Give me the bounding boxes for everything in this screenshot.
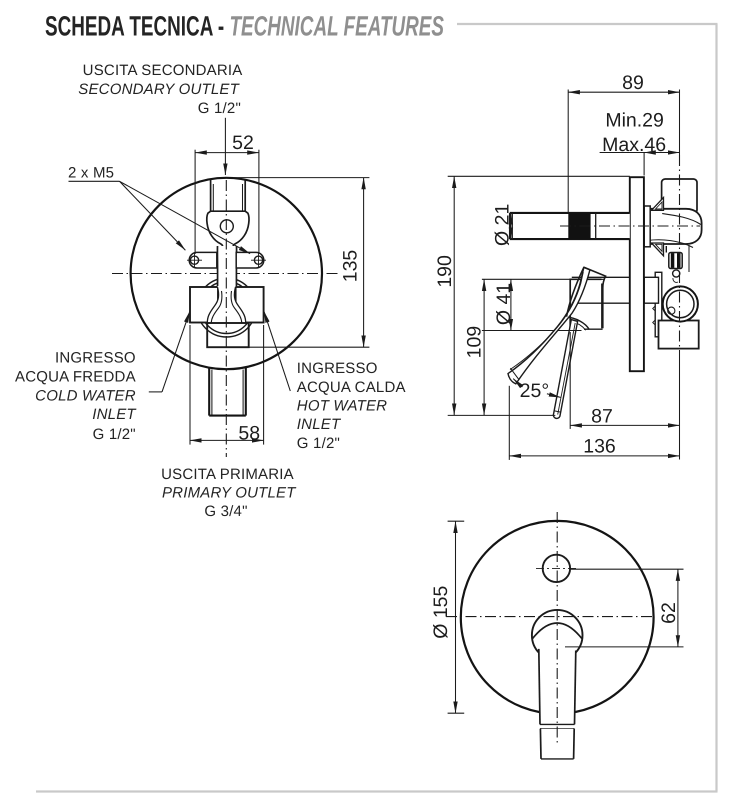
- svg-text:ACQUA FREDDA: ACQUA FREDDA: [15, 369, 136, 386]
- svg-text:USCITA SECONDARIA: USCITA SECONDARIA: [83, 62, 243, 79]
- svg-text:PRIMARY OUTLET: PRIMARY OUTLET: [162, 485, 297, 502]
- svg-text:25°: 25°: [520, 380, 550, 402]
- svg-text:Ø 155: Ø 155: [430, 585, 452, 638]
- svg-text:INLET: INLET: [92, 406, 137, 423]
- svg-text:INLET: INLET: [297, 416, 342, 433]
- svg-text:135: 135: [340, 250, 362, 283]
- svg-text:Ø 21: Ø 21: [492, 204, 514, 246]
- svg-text:G 3/4": G 3/4": [204, 503, 247, 520]
- svg-text:58: 58: [238, 422, 260, 444]
- svg-text:ACQUA CALDA: ACQUA CALDA: [297, 379, 406, 396]
- svg-text:89: 89: [622, 72, 644, 94]
- svg-text:52: 52: [232, 132, 254, 154]
- svg-text:SCHEDA TECNICA - TECHNICAL FEA: SCHEDA TECNICA - TECHNICAL FEATURES: [45, 11, 444, 42]
- svg-text:Min.29: Min.29: [605, 109, 664, 131]
- svg-text:G 1/2": G 1/2": [93, 426, 136, 443]
- svg-text:2 x M5: 2 x M5: [68, 165, 114, 182]
- svg-text:SECONDARY OUTLET: SECONDARY OUTLET: [78, 81, 240, 98]
- svg-text:INGRESSO: INGRESSO: [297, 360, 378, 377]
- svg-text:G 1/2": G 1/2": [198, 100, 241, 117]
- svg-text:136: 136: [583, 435, 616, 457]
- svg-text:190: 190: [434, 255, 456, 288]
- svg-text:HOT WATER: HOT WATER: [297, 398, 387, 415]
- svg-text:G 1/2": G 1/2": [297, 435, 340, 452]
- svg-text:COLD WATER: COLD WATER: [35, 388, 136, 405]
- svg-text:109: 109: [463, 326, 485, 359]
- svg-text:87: 87: [591, 405, 613, 427]
- svg-text:Ø 41: Ø 41: [493, 283, 515, 325]
- svg-text:USCITA PRIMARIA: USCITA PRIMARIA: [161, 466, 294, 483]
- svg-text:62: 62: [658, 602, 680, 624]
- svg-text:INGRESSO: INGRESSO: [55, 350, 136, 367]
